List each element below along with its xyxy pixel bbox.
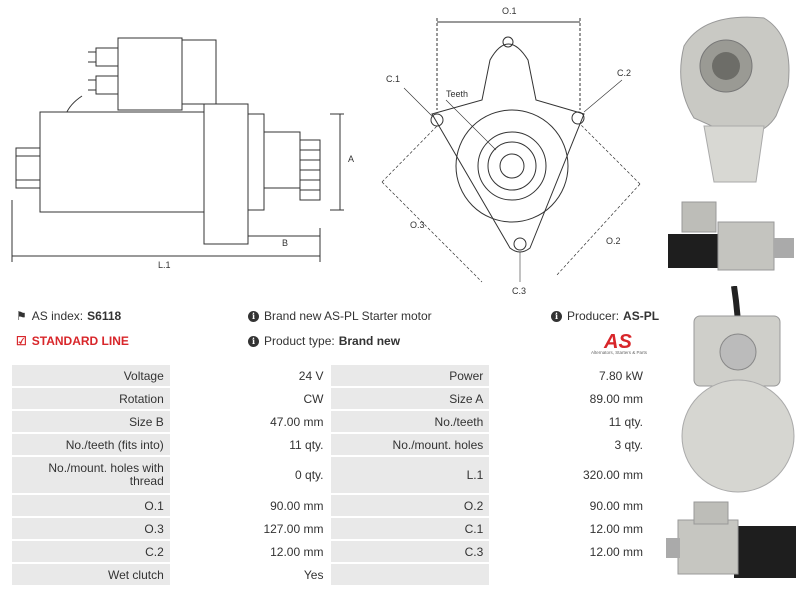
spec-value: 7.80 kW [491, 365, 649, 386]
standard-line-label: STANDARD LINE [31, 334, 129, 348]
spec-value: 89.00 mm [491, 388, 649, 409]
info-icon: i [248, 335, 259, 347]
product-type-label: Product type: [264, 334, 335, 348]
spec-label: Voltage [12, 365, 170, 386]
spec-value: 11 qty. [491, 411, 649, 432]
spec-value: 90.00 mm [171, 495, 330, 516]
spec-label: Rotation [12, 388, 170, 409]
dim-o2-label: O.2 [606, 236, 621, 246]
spec-value [491, 564, 649, 585]
spec-label: O.1 [12, 495, 170, 516]
spec-label: C.1 [331, 518, 490, 539]
front-view-drawing [381, 18, 641, 283]
product-photos [664, 0, 800, 592]
spec-value: 90.00 mm [491, 495, 649, 516]
dim-a-label: A [348, 154, 354, 164]
spec-value: 47.00 mm [171, 411, 330, 432]
spec-label: No./mount. holes [331, 434, 490, 455]
spec-label: C.2 [12, 541, 170, 562]
info-icon: i [248, 310, 259, 322]
info-icon: i [551, 310, 562, 322]
producer-label: Producer: [567, 309, 620, 323]
technical-drawings: A B L.1 O.1 C.1 C.2 Teeth O.3 O.2 C.3 [11, 6, 641, 296]
spec-label: Power [331, 365, 490, 386]
dim-l1-label: L.1 [158, 260, 171, 270]
photo-front[interactable] [664, 6, 800, 190]
as-pl-logo: AS [603, 331, 632, 353]
description-text: Brand new AS-PL Starter motor [264, 309, 432, 323]
spec-value: Yes [171, 564, 330, 585]
dim-b-label: B [282, 238, 288, 248]
spec-label: O.3 [12, 518, 170, 539]
photo-rear[interactable] [664, 286, 800, 496]
tag-icon: ⚑ [16, 309, 27, 323]
spec-label: No./mount. holes with thread [12, 457, 170, 493]
spec-value: 12.00 mm [171, 541, 330, 562]
spec-label: L.1 [331, 457, 490, 493]
spec-value: CW [171, 388, 330, 409]
svg-text:AS: AS [603, 331, 632, 353]
spec-value: 11 qty. [171, 434, 330, 455]
photo-side-1[interactable] [664, 194, 800, 280]
spec-label [331, 564, 490, 585]
dim-o3-label: O.3 [410, 220, 425, 230]
spec-label: No./teeth (fits into) [12, 434, 170, 455]
standard-line-row: ☑ STANDARD LINE [16, 334, 129, 348]
dim-c1-label: C.1 [386, 74, 400, 84]
spec-value: 12.00 mm [491, 518, 649, 539]
as-index-value: S6118 [87, 309, 122, 323]
side-view-drawing [11, 37, 344, 262]
spec-value: 127.00 mm [171, 518, 330, 539]
spec-label: Wet clutch [12, 564, 170, 585]
spec-value: 24 V [171, 365, 330, 386]
producer-row: i Producer: AS-PL [551, 309, 659, 323]
as-index-row: ⚑ AS index: S6118 [16, 309, 121, 323]
spec-label: C.3 [331, 541, 490, 562]
producer-value: AS-PL [623, 309, 660, 323]
logo-subtitle: Alternators, Starters & Parts [590, 350, 648, 355]
spec-value: 320.00 mm [491, 457, 649, 493]
dim-c2-label: C.2 [617, 68, 631, 78]
product-type-row: i Product type: Brand new [248, 334, 400, 348]
photo-side-2[interactable] [664, 498, 800, 588]
checkbox-icon: ☑ [16, 334, 27, 348]
spec-label: Size A [331, 388, 490, 409]
spec-value: 3 qty. [491, 434, 649, 455]
teeth-label: Teeth [446, 89, 468, 99]
spec-row: No./teeth (fits into)11 qty.No./mount. h… [12, 434, 649, 455]
dim-c3-label: C.3 [512, 286, 526, 296]
description-row: i Brand new AS-PL Starter motor [248, 309, 432, 323]
product-type-value: Brand new [338, 334, 401, 348]
spec-label: No./teeth [331, 411, 490, 432]
as-index-label: AS index: [31, 309, 84, 323]
spec-label: O.2 [331, 495, 490, 516]
dim-o1-label: O.1 [502, 6, 517, 16]
spec-value: 12.00 mm [491, 541, 649, 562]
spec-label: Size B [12, 411, 170, 432]
spec-value: 0 qty. [171, 457, 330, 493]
